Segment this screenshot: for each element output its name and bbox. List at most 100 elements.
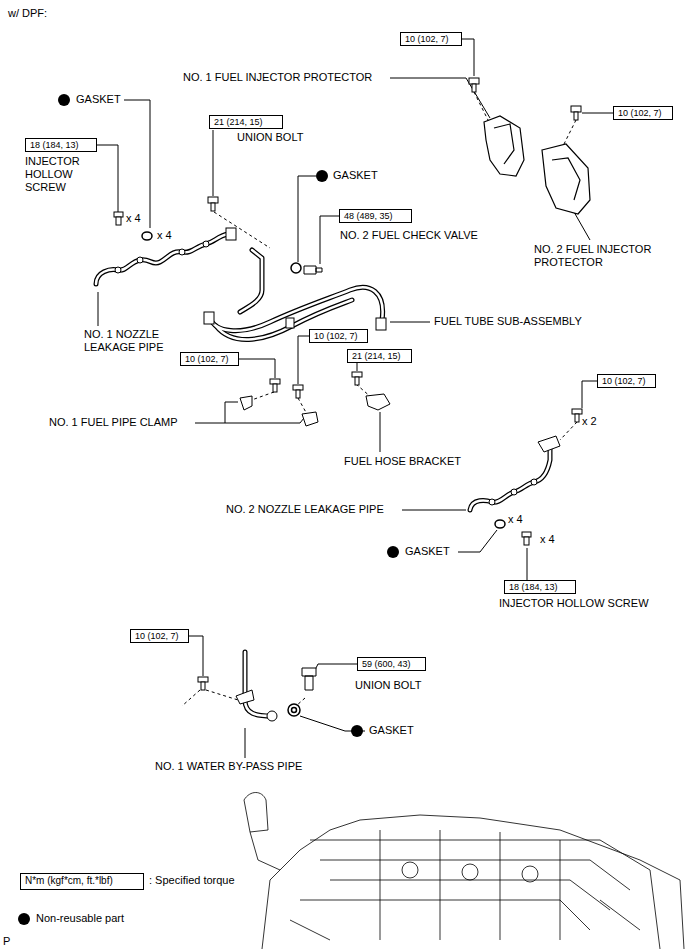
fittings bbox=[204, 312, 214, 324]
part-name: FUEL HOSE BRACKET bbox=[344, 455, 461, 468]
part-name: INJECTOR HOLLOW SCREW bbox=[499, 597, 649, 610]
leader-lines bbox=[97, 145, 118, 212]
engine-sketch bbox=[380, 830, 560, 940]
part-name: GASKET bbox=[369, 724, 414, 737]
quantity: x 2 bbox=[582, 415, 597, 428]
leader-lines bbox=[380, 412, 381, 452]
engine-sketch bbox=[290, 900, 640, 940]
leader-lines bbox=[97, 39, 613, 758]
torque-box: 10 (102, 7) bbox=[180, 352, 239, 366]
leader-lines bbox=[298, 336, 309, 384]
bolts bbox=[472, 84, 476, 92]
leader-lines bbox=[527, 548, 528, 580]
fittings bbox=[179, 249, 185, 255]
leader-lines bbox=[245, 728, 246, 758]
engine-sketch bbox=[244, 793, 268, 833]
bolts bbox=[352, 372, 362, 377]
pipes bbox=[240, 250, 262, 312]
bolts bbox=[575, 414, 579, 422]
torque-value: 10 (102, 7) bbox=[135, 631, 179, 641]
legend-text: Non-reusable part bbox=[36, 912, 124, 925]
non-reusable-dots bbox=[316, 170, 328, 182]
leader-lines bbox=[124, 100, 150, 228]
engine-sketch bbox=[522, 866, 538, 882]
engine-sketch bbox=[244, 793, 684, 949]
quantity: x 4 bbox=[540, 533, 555, 546]
injector-protectors bbox=[552, 158, 580, 200]
torque-box: 10 (102, 7) bbox=[400, 32, 462, 46]
non-reusable-dots bbox=[387, 546, 399, 558]
leader-lines bbox=[458, 530, 497, 552]
quantity: x 4 bbox=[126, 212, 141, 225]
torque-box: 48 (489, 35) bbox=[339, 209, 412, 223]
torque-value: 21 (214, 15) bbox=[352, 351, 401, 361]
assembly-lines bbox=[206, 690, 238, 700]
bolts bbox=[293, 385, 303, 390]
fittings bbox=[203, 241, 209, 247]
part-name: INJECTOR HOLLOW SCREW bbox=[25, 155, 95, 194]
torque-box: 10 (102, 7) bbox=[597, 374, 656, 388]
gaskets bbox=[495, 520, 505, 528]
part-name: NO. 2 FUEL INJECTOR PROTECTOR bbox=[534, 243, 674, 269]
gaskets bbox=[291, 263, 301, 273]
pipes bbox=[240, 250, 262, 312]
fittings bbox=[115, 267, 121, 273]
torque-value: 48 (489, 35) bbox=[344, 211, 393, 221]
injector-protectors bbox=[484, 116, 524, 176]
leader-lines bbox=[390, 78, 490, 118]
bolts bbox=[208, 197, 218, 203]
pipes bbox=[96, 234, 228, 284]
assembly-lines bbox=[560, 422, 577, 440]
torque-value: 59 (600, 43) bbox=[362, 659, 411, 669]
assembly-lines bbox=[182, 690, 200, 706]
torque-value: 18 (184, 13) bbox=[509, 582, 558, 592]
torque-value: 21 (214, 15) bbox=[214, 117, 263, 127]
engine-sketch bbox=[310, 840, 660, 949]
non-reusable-dots bbox=[351, 725, 363, 737]
gaskets bbox=[142, 232, 152, 240]
torque-value: 10 (102, 7) bbox=[405, 34, 449, 44]
pipes bbox=[470, 446, 550, 510]
pipes bbox=[245, 652, 272, 716]
leader-lines bbox=[390, 322, 430, 323]
gaskets bbox=[142, 232, 505, 716]
fittings bbox=[366, 394, 390, 410]
bolts bbox=[114, 212, 123, 217]
bolts bbox=[198, 677, 208, 682]
part-name: GASKET bbox=[405, 545, 450, 558]
leader-lines bbox=[225, 402, 238, 423]
non-reusable-dots bbox=[58, 94, 399, 737]
bolts bbox=[572, 409, 582, 414]
pipes bbox=[245, 652, 272, 716]
torque-box: 10 (102, 7) bbox=[130, 629, 189, 643]
injector-protectors bbox=[484, 116, 590, 214]
assembly-lines bbox=[182, 92, 577, 706]
leader-lines bbox=[582, 113, 613, 114]
leader-lines bbox=[189, 636, 203, 676]
torque-value: 10 (102, 7) bbox=[185, 354, 229, 364]
fittings bbox=[531, 479, 537, 485]
pipes bbox=[96, 234, 550, 716]
pipes bbox=[470, 446, 550, 510]
fittings bbox=[302, 412, 318, 426]
assembly-lines bbox=[214, 212, 270, 248]
part-name: UNION BOLT bbox=[237, 131, 303, 144]
torque-value: N*m (kgf*cm, ft.*lbf) bbox=[25, 875, 113, 886]
fittings bbox=[538, 436, 560, 452]
fittings bbox=[236, 690, 254, 704]
bolts bbox=[201, 682, 205, 690]
engine-sketch bbox=[402, 862, 418, 878]
gaskets bbox=[288, 704, 300, 716]
fittings bbox=[511, 489, 517, 495]
legend-text: : Specified torque bbox=[149, 874, 235, 887]
bolts bbox=[355, 377, 359, 385]
part-name: NO. 1 WATER BY-PASS PIPE bbox=[155, 760, 302, 773]
part-name: GASKET bbox=[76, 93, 121, 106]
torque-value: 18 (184, 13) bbox=[30, 140, 79, 150]
fittings bbox=[267, 711, 277, 721]
leader-lines bbox=[582, 381, 597, 408]
leader-lines bbox=[195, 418, 304, 423]
